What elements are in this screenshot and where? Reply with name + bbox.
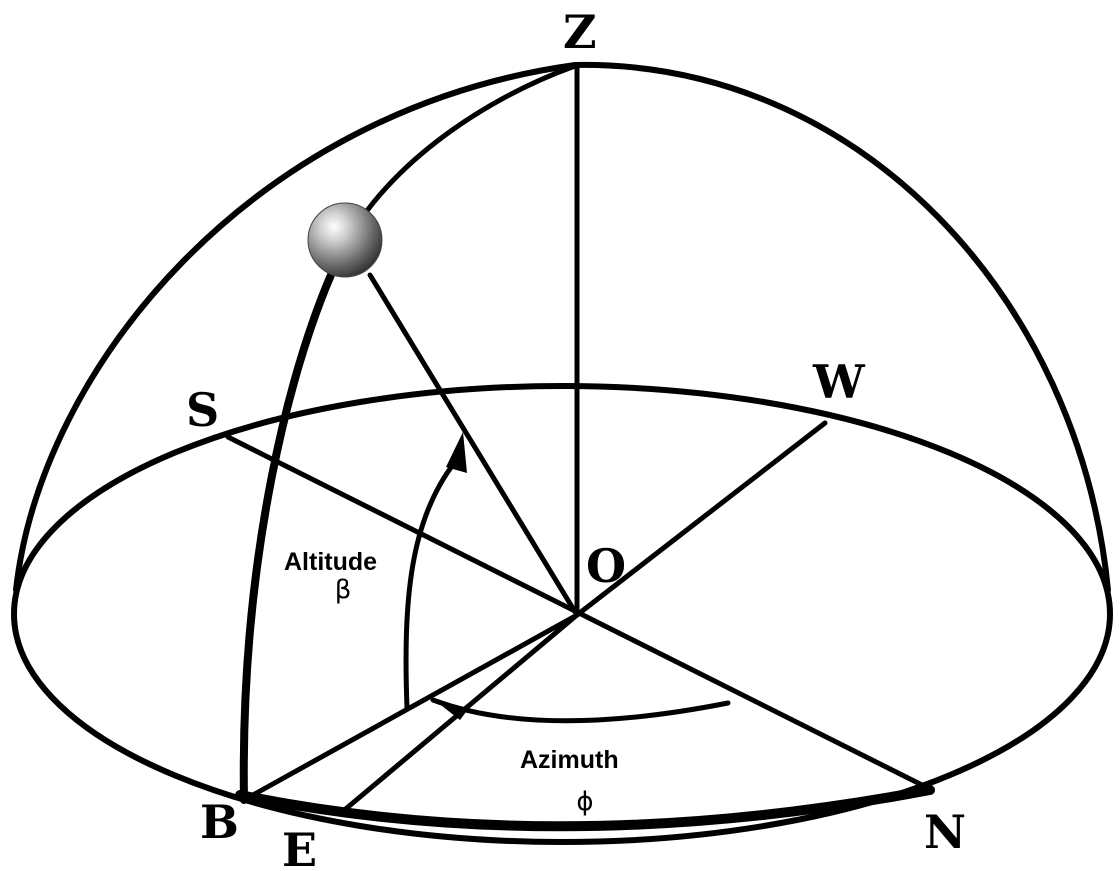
label-n: N xyxy=(924,805,966,859)
label-w: W xyxy=(812,355,866,409)
label-s: S xyxy=(186,383,219,437)
altitude-arrowhead xyxy=(446,432,467,473)
altitude-symbol: β xyxy=(335,575,352,605)
label-z: Z xyxy=(563,5,597,59)
azimuth-symbol: ϕ xyxy=(576,787,593,817)
sun-vertical-circle-lower xyxy=(244,255,340,800)
label-b: B xyxy=(200,795,239,849)
azimuth-label: Azimuth xyxy=(520,746,619,774)
azimuth-arc xyxy=(433,700,728,721)
label-o: O xyxy=(586,539,626,593)
sun-sphere xyxy=(308,203,382,277)
hemisphere-dome xyxy=(16,65,1108,590)
altitude-label: Altitude xyxy=(284,548,377,576)
sun-ray-line xyxy=(370,275,577,615)
altitude-arc xyxy=(406,462,455,708)
label-e: E xyxy=(282,823,317,871)
